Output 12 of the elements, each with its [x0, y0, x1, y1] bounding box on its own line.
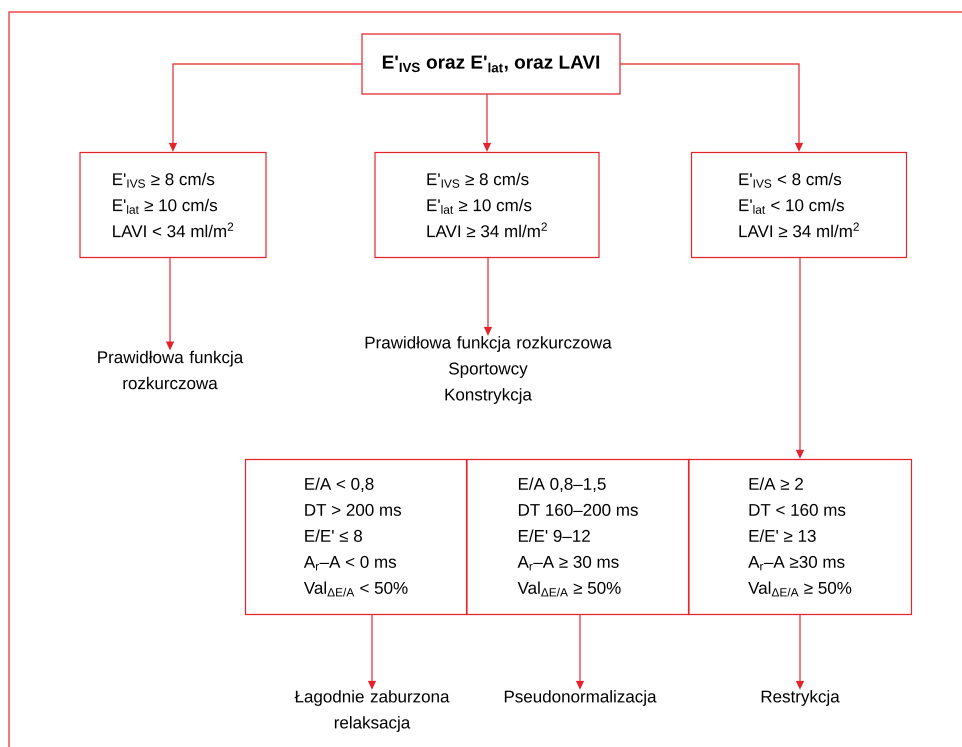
criteria-box: E/A < 0,8 DT > 200 ms E/E' ≤ 8 A$_{r}$–A < 0 ms Val$_{ΔE/A}$ < 50%	[244, 458, 468, 616]
heading-box: E'$_{IVS}$ oraz E'$_{lat}$, oraz LAVI	[361, 33, 621, 95]
outcome-text: Restrykcja	[762, 690, 840, 706]
criteria-box: E'$_{IVS}$ < 8 cm/s E'$_{lat}$ < 10 cm/s LAVI ≥ 34 ml/m$^{2}$	[690, 152, 908, 258]
criteria-box: E'$_{IVS}$ ≥ 8 cm/s E'$_{lat}$ ≥ 10 cm/s LAVI ≥ 34 ml/m$^{2}$	[374, 152, 600, 258]
outcome-text: Pseudonormalizacja	[504, 690, 657, 706]
criteria-box: E'$_{IVS}$ ≥ 8 cm/s E'$_{lat}$ ≥ 10 cm/s LAVI < 34 ml/m$^{2}$	[79, 152, 267, 258]
outcome-text: Prawidłowa funkcja rozkurczowa	[98, 350, 244, 390]
criteria-box: E/A ≥ 2 DT < 160 ms E/E' ≥ 13 A$_{r}$–A ≥30 ms Val$_{ΔE/A}$ ≥ 50%	[688, 458, 912, 616]
criteria-box: E/A 0,8–1,5 DT 160–200 ms E/E' 9–12 A$_{r}$–A ≥ 30 ms Val$_{ΔE/A}$ ≥ 50%	[466, 458, 690, 616]
outcome-text: Łagodnie zaburzona relaksacja	[294, 690, 450, 732]
outcome-text: Prawidłowa funkcja rozkurczowa Sportowcy Konstrykcja	[366, 336, 612, 404]
